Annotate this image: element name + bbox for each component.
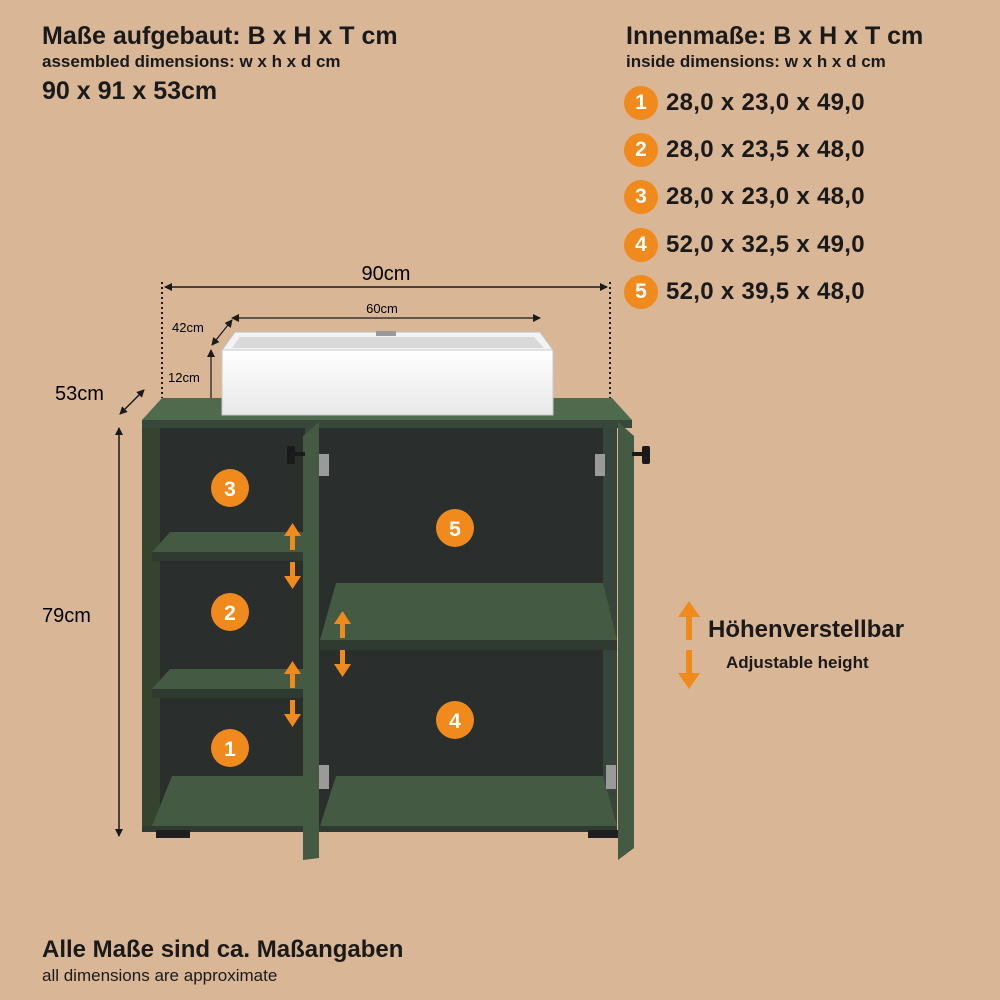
inside-dim-row-4: 4 52,0 x 32,5 x 49,0 (624, 228, 865, 262)
inside-title: Innenmaße: B x H x T cm (626, 22, 924, 50)
inside-dim-row-3: 3 28,0 x 23,0 x 48,0 (624, 180, 865, 214)
shelf-upper-front (152, 552, 305, 561)
inside-dim-5: 52,0 x 39,5 x 48,0 (666, 278, 865, 305)
badge-2: 2 (624, 133, 658, 167)
cabinet-left-side (142, 428, 160, 830)
basin-drain (376, 331, 396, 336)
compartment-label-1: 1 (224, 738, 236, 761)
door-left[interactable] (303, 422, 319, 860)
inside-dim-row-5: 5 52,0 x 39,5 x 48,0 (624, 275, 865, 309)
compartment-label-5: 5 (449, 518, 461, 541)
left-bottom-panel (152, 776, 305, 826)
shelf-right-front (320, 640, 617, 650)
compartment-badge-4: 4 (436, 701, 474, 739)
door-right-handle[interactable] (642, 446, 650, 464)
basin-inner (232, 337, 544, 348)
height-label: 79cm (42, 605, 91, 627)
foot-left (156, 830, 190, 838)
assembled-title: Maße aufgebaut: B x H x T cm (42, 22, 398, 50)
countertop-front (142, 420, 632, 428)
adjust-arrows-right-shelf (334, 611, 351, 677)
basin-depth-line (211, 319, 233, 346)
basin-depth-label: 42cm (172, 320, 204, 335)
adjust-arrows-upper-left (284, 523, 301, 589)
compartment-badge-2: 2 (211, 593, 249, 631)
foot-right (588, 830, 622, 838)
legend-up-arrow-icon (678, 601, 700, 640)
shelf-lower-front (152, 689, 305, 698)
badge-4: 4 (624, 228, 658, 262)
assembled-value: 90 x 91 x 53cm (42, 77, 218, 105)
basin-height-label: 12cm (168, 370, 200, 385)
door-right[interactable] (618, 422, 634, 860)
badge-1: 1 (624, 86, 658, 120)
compartment-label-4: 4 (449, 710, 461, 733)
inside-dim-1: 28,0 x 23,0 x 49,0 (666, 89, 865, 116)
badge-5: 5 (624, 275, 658, 309)
door-left-handle-bar (295, 452, 305, 456)
compartment-label-3: 3 (224, 478, 236, 501)
inside-dim-2: 28,0 x 23,5 x 48,0 (666, 136, 865, 163)
hinge-left-top (319, 454, 329, 476)
footer-note-de: Alle Maße sind ca. Maßangaben (42, 936, 404, 963)
shelf-right-top (320, 583, 617, 640)
shelf-lower-top (152, 669, 305, 689)
inside-subtitle: inside dimensions: w x h x d cm (626, 52, 886, 71)
depth-line (119, 389, 145, 415)
door-right-handle-bar (632, 452, 642, 456)
badge-3: 3 (624, 180, 658, 214)
door-left-handle[interactable] (287, 446, 295, 464)
hinge-left-bottom (319, 765, 329, 789)
basin-body (221, 349, 554, 416)
adjust-arrows-lower-left (284, 661, 301, 727)
hinge-right-bottom (606, 765, 616, 789)
inside-dim-4: 52,0 x 32,5 x 49,0 (666, 231, 865, 258)
inside-dim-row-1: 1 28,0 x 23,0 x 49,0 (624, 86, 865, 120)
inside-dim-3: 28,0 x 23,0 x 48,0 (666, 183, 865, 210)
legend-down-arrow-icon (678, 650, 700, 689)
compartment-badge-3: 3 (211, 469, 249, 507)
depth-label: 53cm (55, 383, 104, 405)
inside-dim-row-2: 2 28,0 x 23,5 x 48,0 (624, 133, 865, 167)
compartment-label-2: 2 (224, 602, 236, 625)
legend-adjustable-en: Adjustable height (726, 653, 869, 672)
hinge-right-top (595, 454, 605, 476)
legend-adjustable-de: Höhenverstellbar (708, 616, 905, 643)
cabinet-bottom-edge (142, 826, 617, 832)
shelf-upper-top (152, 532, 305, 552)
right-bottom-panel (320, 776, 617, 826)
compartment-badge-1: 1 (211, 729, 249, 767)
basin-width-label: 60cm (366, 301, 398, 316)
compartment-badge-5: 5 (436, 509, 474, 547)
footer-note-en: all dimensions are approximate (42, 966, 278, 985)
width-label: 90cm (362, 263, 411, 285)
assembled-subtitle: assembled dimensions: w x h x d cm (42, 52, 341, 71)
